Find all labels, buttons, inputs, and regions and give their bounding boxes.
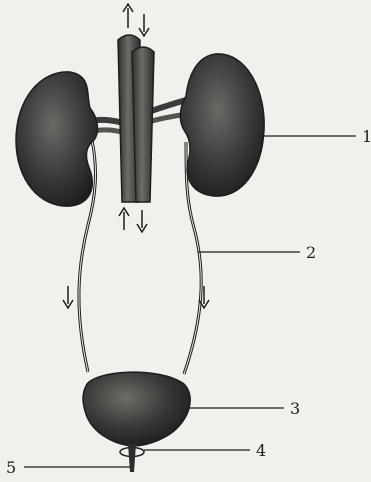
arrow-up-top bbox=[123, 4, 133, 28]
label-2: 2 bbox=[306, 243, 316, 262]
label-5: 5 bbox=[6, 458, 16, 477]
arrow-down-top bbox=[139, 14, 149, 36]
bladder bbox=[83, 372, 190, 446]
label-1: 1 bbox=[362, 127, 371, 146]
left-kidney bbox=[16, 72, 97, 206]
aorta bbox=[132, 47, 154, 202]
label-3: 3 bbox=[290, 399, 300, 418]
urethra bbox=[128, 444, 136, 472]
right-kidney bbox=[180, 54, 264, 196]
arrow-up-bottom bbox=[119, 208, 129, 230]
label-4: 4 bbox=[256, 441, 266, 460]
arrow-down-left-ureter bbox=[63, 286, 73, 308]
arrow-down-bottom bbox=[137, 210, 147, 232]
